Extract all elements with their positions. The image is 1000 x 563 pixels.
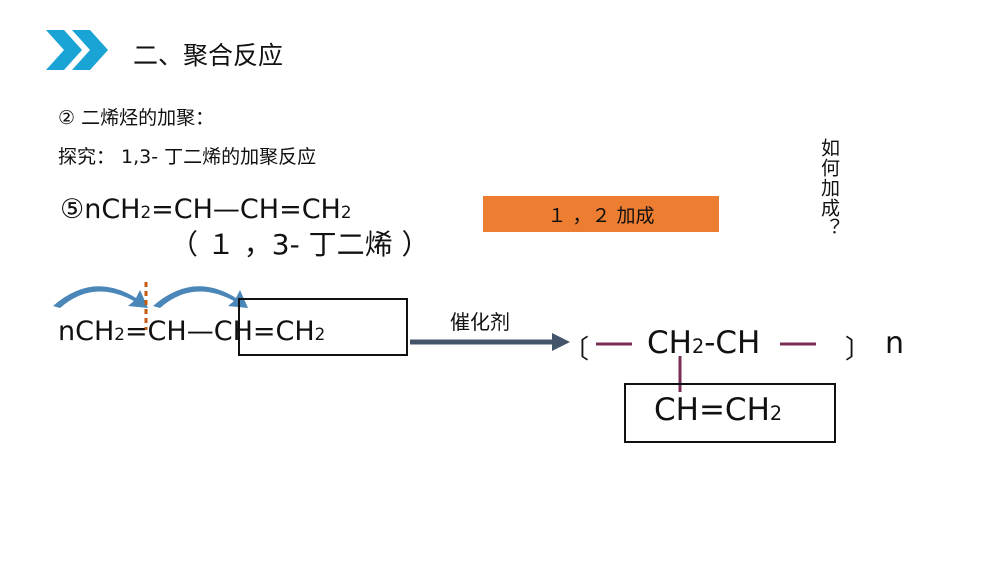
chevron-icon xyxy=(46,30,108,70)
side-group: CH=CH2 xyxy=(654,392,783,428)
compound-name: （ １ ，3- 丁二烯 ） xyxy=(170,228,430,261)
subtitle: ② 二烯烃的加聚： xyxy=(58,107,215,129)
section-title: 二、聚合反应 xyxy=(133,41,284,70)
curved-arrows-icon xyxy=(53,282,248,330)
explore-text: 探究： 1,3- 丁二烯的加聚反应 xyxy=(58,146,317,168)
equation-top: ⑤nCH2=CH—CH=CH2 xyxy=(60,194,352,225)
right-bracket: 〕 xyxy=(845,335,872,365)
catalyst-label: 催化剂 xyxy=(450,310,510,334)
left-bracket: 〔 xyxy=(563,335,590,365)
addition-badge: １ ，２ 加成 xyxy=(483,196,719,232)
bond-lines xyxy=(596,342,816,392)
vinyl-box xyxy=(238,298,408,356)
side-question: 如何加成？ xyxy=(818,138,840,238)
side-group-box xyxy=(624,383,836,443)
equation-left: nCH2=CH—CH=CH2 xyxy=(58,316,326,347)
reaction-arrow-icon xyxy=(410,333,570,351)
product-formula: CH2-CH xyxy=(647,325,761,361)
repeat-n: n xyxy=(885,326,905,361)
